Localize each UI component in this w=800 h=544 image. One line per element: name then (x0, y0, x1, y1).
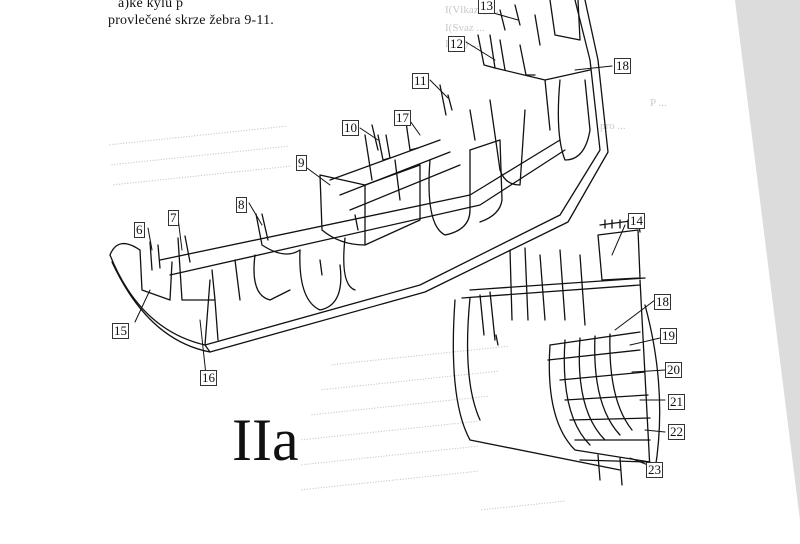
instruction-text-line-2: provlečené skrze žebra 9-11. (108, 13, 274, 28)
part-label-20: 20 (665, 362, 682, 378)
part-label-10: 10 (342, 120, 359, 136)
part-label-22: 22 (668, 424, 685, 440)
part-label-12: 12 (448, 36, 465, 52)
part-label-19: 19 (660, 328, 677, 344)
frames (139, 0, 591, 346)
part-label-23: 23 (646, 462, 663, 478)
keel (109, 0, 609, 353)
part-label-18-stern: 18 (654, 294, 671, 310)
part-label-7: 7 (168, 210, 179, 226)
stern-assembly (452, 219, 661, 486)
part-label-13: 13 (478, 0, 495, 14)
part-label-14: 14 (628, 213, 645, 229)
leader-lines (134, 11, 666, 466)
part-label-18-top: 18 (614, 58, 631, 74)
part-label-15: 15 (112, 323, 129, 339)
part-label-21: 21 (668, 394, 685, 410)
part-label-9: 9 (296, 155, 307, 171)
part-label-11: 11 (412, 73, 429, 89)
part-label-8: 8 (236, 197, 247, 213)
part-label-16: 16 (200, 370, 217, 386)
figure-title: IIa (232, 407, 299, 473)
instruction-text-line-1: a)ke kýlu p (118, 0, 184, 11)
part-label-17: 17 (394, 110, 411, 126)
part-label-6: 6 (134, 222, 145, 238)
